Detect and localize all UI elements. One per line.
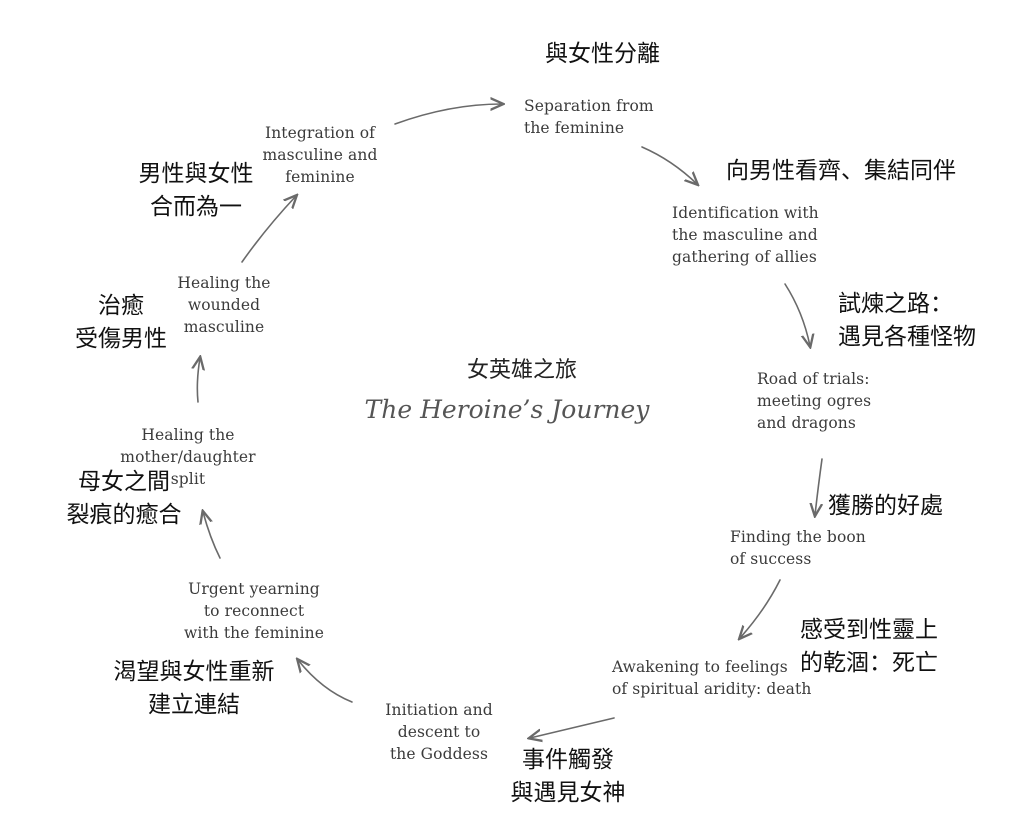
stage-integration-english: Integration of masculine and feminine — [262, 124, 378, 186]
arrow-integration-to-separation — [394, 104, 502, 125]
arrow-wounded-to-integration — [241, 196, 296, 263]
stage-wounded-masculine-chinese: 治癒 受傷男性 — [75, 293, 167, 352]
arrow-road-to-boon — [815, 458, 822, 515]
arrow-identification-to-road — [784, 283, 810, 346]
stage-road-of-trials-chinese: 試煉之路： 遇見各種怪物 — [838, 291, 976, 350]
stage-yearning-chinese: 渴望與女性重新 建立連結 — [113, 659, 275, 718]
stage-awakening-english: Awakening to feelings of spiritual aridi… — [612, 658, 812, 698]
arrow-yearning-to-motherdaughter — [203, 512, 221, 559]
stage-separation-english: Separation from the feminine — [524, 97, 654, 137]
stage-separation-chinese: 與女性分離 — [545, 41, 660, 67]
stage-integration-chinese: 男性與女性 合而為一 — [138, 161, 254, 220]
stage-mother-daughter-chinese: 母女之間 裂痕的癒合 — [66, 469, 182, 528]
arrow-awakening-to-initiation — [530, 717, 615, 738]
arrow-boon-to-awakening — [740, 579, 781, 638]
stage-awakening-chinese: 感受到性靈上 的乾涸：死亡 — [800, 617, 938, 676]
stage-initiation-english: Initiation and descent to the Goddess — [385, 701, 493, 763]
stage-boon-chinese: 獲勝的好處 — [828, 493, 943, 519]
arrow-separation-to-identification — [641, 146, 697, 184]
stage-road-of-trials-english: Road of trials: meeting ogres and dragon… — [757, 370, 872, 432]
arrow-motherdaughter-to-wounded — [197, 358, 200, 403]
stage-boon-english: Finding the boon of success — [730, 528, 866, 568]
arrow-initiation-to-yearning — [298, 660, 353, 703]
stage-identification-chinese: 向男性看齊、集結同伴 — [726, 158, 956, 184]
stage-identification-english: Identification with the masculine and ga… — [672, 204, 819, 266]
diagram-title-english: The Heroine’s Journey — [364, 395, 650, 424]
stage-initiation-chinese: 事件觸發 與遇見女神 — [510, 747, 626, 806]
stage-mother-daughter-english: Healing the mother/daughter split — [120, 426, 256, 488]
stage-wounded-masculine-english: Healing the wounded masculine — [177, 274, 271, 336]
diagram-title-chinese: 女英雄之旅 — [466, 358, 577, 383]
stage-yearning-english: Urgent yearning to reconnect with the fe… — [183, 580, 325, 642]
